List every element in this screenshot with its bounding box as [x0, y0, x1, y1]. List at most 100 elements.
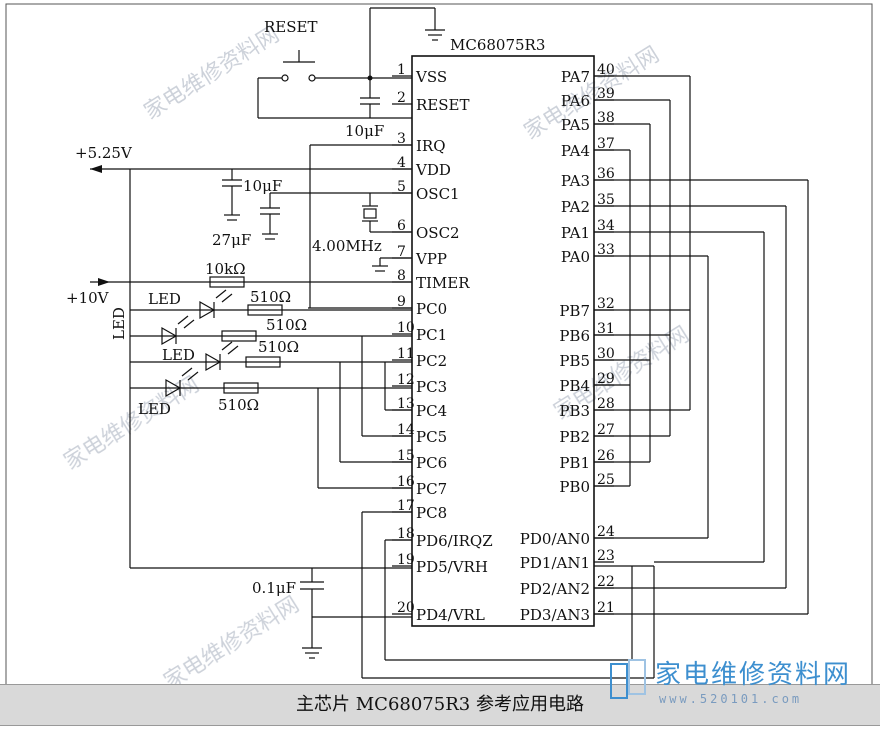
res-510-1-label: 510Ω: [250, 288, 291, 306]
pin-name: PD4/VRL: [416, 606, 485, 624]
pin-number: 32: [597, 296, 615, 312]
led-4-label: LED: [138, 400, 171, 418]
pin-number: 9: [397, 294, 406, 310]
pin-name: VSS: [415, 68, 447, 86]
pin-number: 35: [597, 192, 615, 208]
pin-number: 25: [597, 472, 615, 488]
pin-number: 23: [597, 548, 615, 564]
pin-name: PA2: [561, 198, 590, 216]
supply-525v: +5.25V: [75, 144, 412, 568]
cap-27-label: 27μF: [212, 231, 251, 249]
pin-name: PC5: [416, 428, 447, 446]
pin-name: PD0/AN0: [520, 530, 590, 548]
pin-name: PA7: [561, 68, 590, 86]
pin-name: PB1: [559, 454, 590, 472]
pin-name: RESET: [416, 96, 469, 114]
led-1-label: LED: [148, 290, 181, 308]
resistor: [245, 356, 281, 368]
pin-number: 33: [597, 242, 615, 258]
resistor: [247, 304, 283, 316]
pin-number: 22: [597, 574, 615, 590]
pin-right-26: 26 PB1: [559, 448, 615, 472]
pin-right-25: 25 PB0: [559, 472, 615, 496]
led-2-label: LED: [110, 307, 128, 340]
pin-right-34: 34 PA1: [561, 218, 615, 242]
pin-number: 29: [597, 371, 615, 387]
pin-number: 38: [597, 110, 615, 126]
pin-name: PA0: [561, 248, 590, 266]
pin-number: 26: [597, 448, 615, 464]
pin-number: 2: [397, 90, 406, 106]
logo-icon: [610, 659, 646, 699]
supply-525-label: +5.25V: [75, 144, 133, 162]
crystal-label: 4.00MHz: [312, 237, 382, 255]
reset-label: RESET: [264, 18, 317, 36]
led-diode: [199, 289, 233, 320]
reset-switch: RESET 10μF: [257, 18, 412, 140]
pin-name: PC4: [416, 402, 447, 420]
pin-left-1: 1 VSS: [392, 62, 447, 86]
pin-name: PB7: [559, 302, 590, 320]
supply-10-label: +10V: [66, 289, 110, 307]
pin-left-2: 2 RESET: [392, 90, 469, 114]
res-510-2-label: 510Ω: [266, 316, 307, 334]
pin-number: 18: [397, 526, 415, 542]
res-510-4-label: 510Ω: [218, 396, 259, 414]
res-510-3-label: 510Ω: [258, 338, 299, 356]
pin-right-33: 33 PA0: [561, 242, 615, 266]
pin-right-23: 23 PD1/AN1: [520, 548, 615, 572]
pin-name: PC8: [416, 504, 447, 522]
diagram-caption: 主芯片 MC68075R3 参考应用电路: [296, 694, 584, 715]
led-diode: [165, 367, 199, 398]
pin-name: PB0: [559, 478, 590, 496]
pin-number: 39: [597, 86, 615, 102]
right-loop-wiring: [594, 75, 809, 615]
pin-number: 34: [597, 218, 615, 234]
ground-top: [369, 7, 445, 78]
bottom-loop-wiring: [361, 511, 655, 679]
pin-number: 13: [397, 396, 415, 412]
resistor: [221, 330, 257, 342]
cap-osc-label: 10μF: [243, 177, 282, 195]
cap-reset-label: 10μF: [345, 122, 384, 140]
pin-number: 1: [397, 62, 406, 78]
pin-number: 12: [397, 372, 415, 388]
pin-number: 4: [397, 155, 406, 171]
pin-name: IRQ: [416, 137, 446, 155]
pin-name: PB5: [559, 352, 590, 370]
pin-name: PD3/AN3: [520, 606, 590, 624]
pin-name: PA4: [561, 142, 590, 160]
pin-name: PC1: [416, 326, 447, 344]
led-diode: [205, 341, 239, 372]
pin-name: OSC1: [416, 185, 460, 203]
pin-number: 15: [397, 448, 415, 464]
pin-number: 24: [597, 524, 615, 540]
watermark-text: 家电维修资料网: [520, 42, 664, 145]
pin-name: PD6/IRQZ: [416, 532, 493, 550]
pin-name: PC0: [416, 300, 447, 318]
led-section: LED LED LED LED 510Ω 510Ω 510Ω 510Ω: [110, 288, 412, 489]
pin-name: PA1: [561, 224, 590, 242]
pin-number: 28: [597, 396, 615, 412]
pin-number: 7: [397, 244, 406, 260]
ic-body: [411, 55, 595, 627]
pin-name: OSC2: [416, 224, 460, 242]
pin-name: PD1/AN1: [520, 554, 590, 572]
pin-number: 14: [397, 422, 415, 438]
